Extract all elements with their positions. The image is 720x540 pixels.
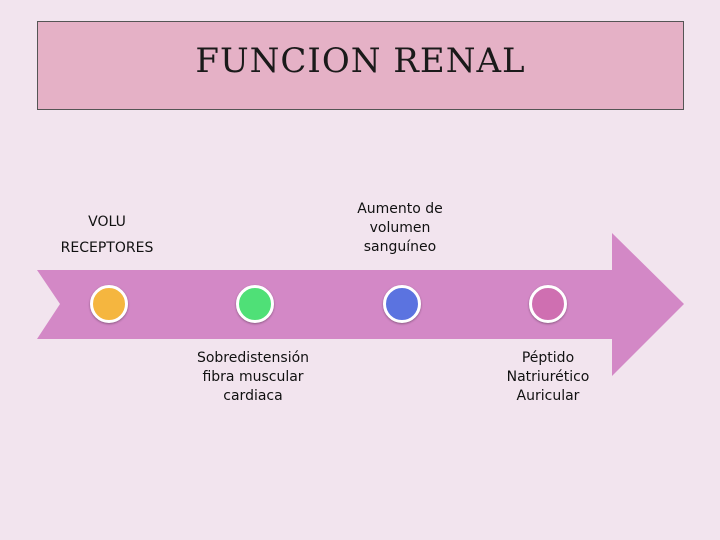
arrow-shape [37, 233, 684, 376]
step-label-4: Péptido Natriurético Auricular [506, 350, 590, 404]
step-label-3: Aumento de volumen sanguíneo [357, 201, 443, 255]
step-label-2: Sobredistensión fibra muscular cardiaca [196, 350, 310, 404]
step-node-green [236, 285, 274, 323]
title-box: FUNCION RENAL [37, 21, 684, 110]
step-node-orange [90, 285, 128, 323]
step-node-blue [383, 285, 421, 323]
step-node-pink [529, 285, 567, 323]
page-title: FUNCION RENAL [195, 40, 526, 81]
step-label-1: VOLU RECEPTORES [60, 214, 154, 256]
